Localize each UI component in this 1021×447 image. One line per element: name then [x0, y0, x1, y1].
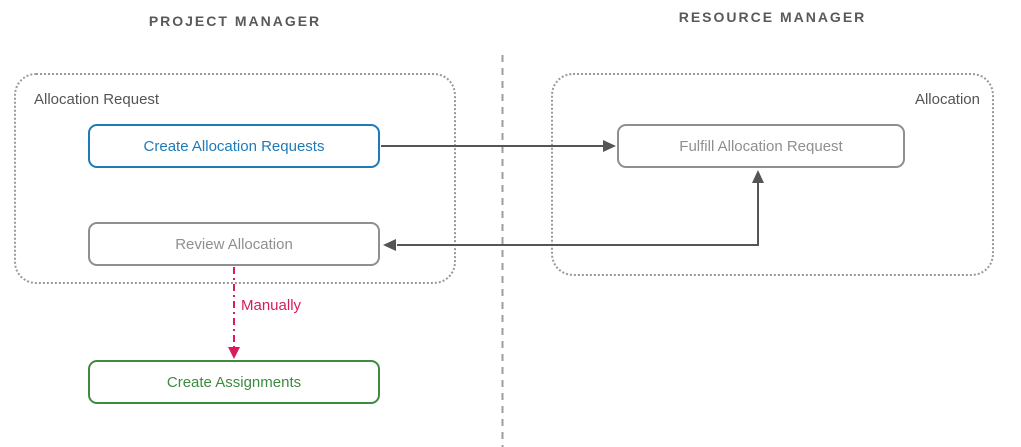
node-create-allocation-requests: Create Allocation Requests: [88, 124, 380, 168]
group-label-allocation: Allocation: [914, 91, 980, 108]
node-label-create-allocation-requests: Create Allocation Requests: [143, 137, 325, 155]
group-allocation: Allocation: [551, 73, 994, 276]
group-label-allocation-request: Allocation Request: [34, 91, 160, 108]
node-fulfill-allocation-request: Fulfill Allocation Request: [617, 124, 905, 168]
node-label-fulfill-allocation-request: Fulfill Allocation Request: [679, 137, 843, 155]
group-allocation-request: Allocation Request: [14, 73, 456, 284]
connector-label-manually: Manually: [241, 297, 302, 314]
lane-title-resource-manager: RESOURCE MANAGER: [678, 9, 867, 25]
lane-title-project-manager: PROJECT MANAGER: [148, 13, 322, 29]
node-label-review-allocation: Review Allocation: [175, 235, 293, 253]
node-review-allocation: Review Allocation: [88, 222, 380, 266]
node-create-assignments: Create Assignments: [88, 360, 380, 404]
node-label-create-assignments: Create Assignments: [166, 373, 302, 391]
